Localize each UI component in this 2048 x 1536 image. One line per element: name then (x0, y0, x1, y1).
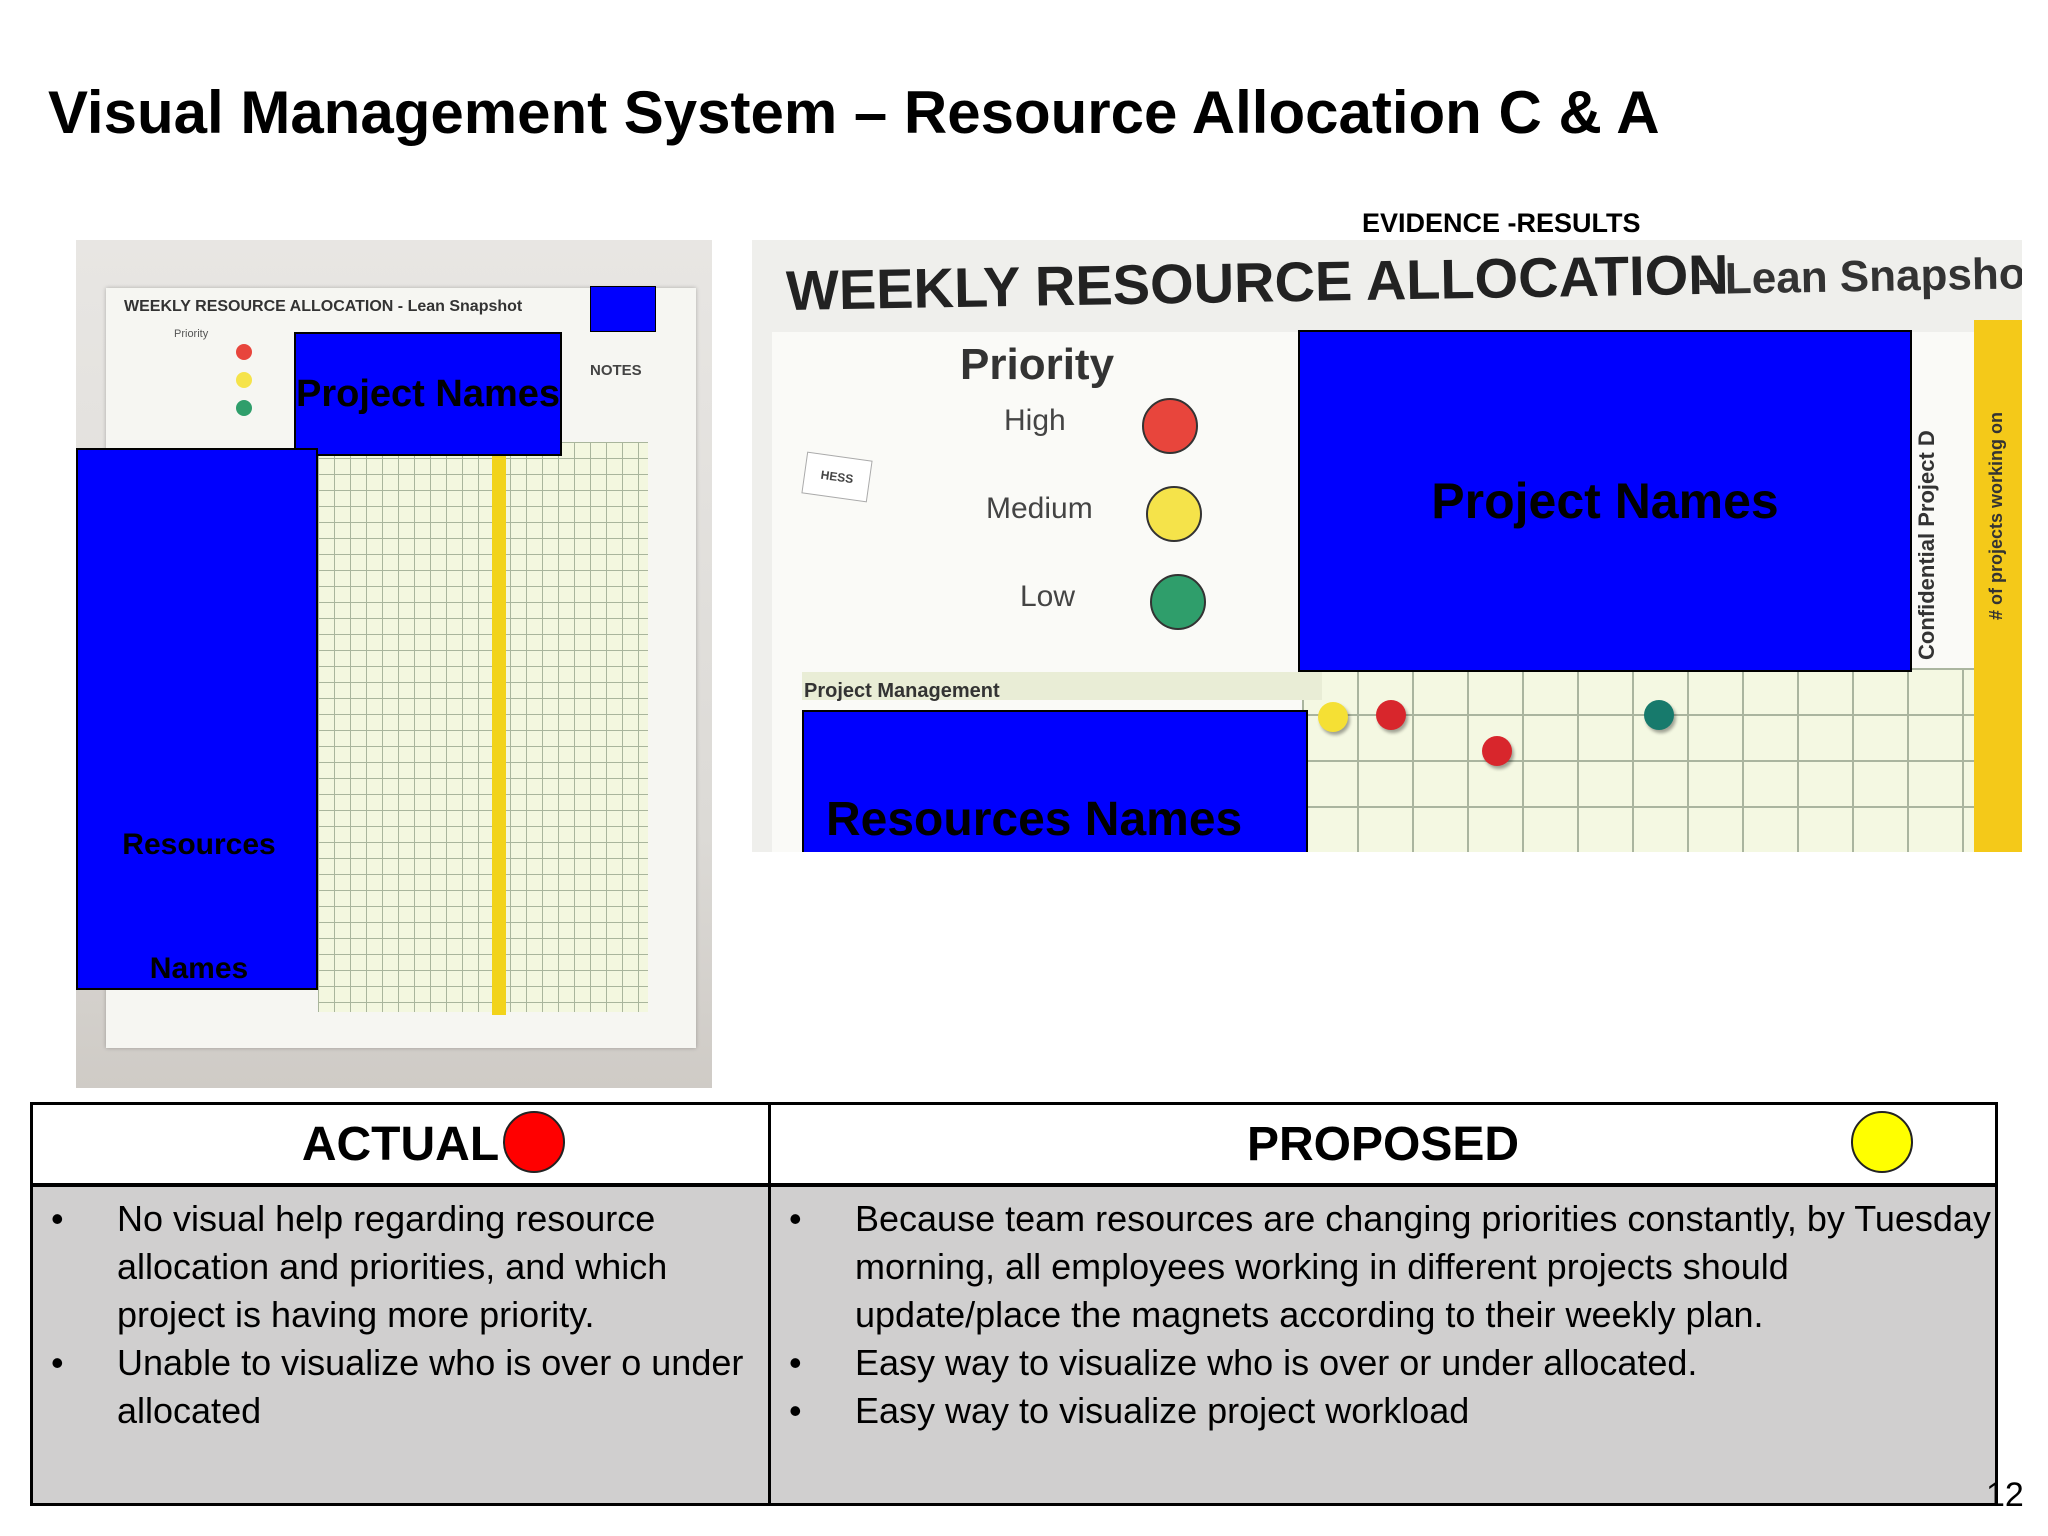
actual-status-red-dot (503, 1111, 565, 1173)
proposed-header: PROPOSED (771, 1105, 1995, 1187)
hess-magnet: HESS (801, 451, 873, 503)
redaction-box (590, 286, 656, 332)
actual-body: •No visual help regarding resource alloc… (33, 1187, 768, 1503)
page-number: 12 (1986, 1476, 2024, 1514)
priority-medium-dot (1146, 486, 1202, 542)
proposed-status-yellow-dot (1851, 1111, 1913, 1173)
actual-column: ACTUAL •No visual help regarding resourc… (33, 1105, 771, 1503)
board-photo-left: WEEKLY RESOURCE ALLOCATION - Lean Snapsh… (76, 240, 712, 1088)
bullet-text: Easy way to visualize who is over or und… (855, 1342, 1698, 1383)
priority-label: Priority (960, 340, 1115, 389)
actual-bullet-list: •No visual help regarding resource alloc… (33, 1187, 768, 1435)
priority-low-dot (1150, 574, 1206, 630)
proposed-column: PROPOSED •Because team resources are cha… (771, 1105, 1995, 1503)
list-item: •Easy way to visualize project workload (789, 1390, 1470, 1431)
project-names-redaction: Project Names (1298, 330, 1912, 672)
names-label: Names (149, 952, 249, 985)
bullet-text: No visual help regarding resource alloca… (117, 1198, 668, 1335)
comparison-table: ACTUAL •No visual help regarding resourc… (30, 1102, 1998, 1506)
proposed-body: •Because team resources are changing pri… (771, 1187, 1995, 1503)
priority-low-dot (236, 400, 252, 416)
priority-high-label: High (1004, 404, 1066, 437)
bullet-text: Unable to visualize who is over o under … (117, 1342, 744, 1431)
list-item: •No visual help regarding resource alloc… (51, 1198, 668, 1335)
board-subheading: - Lean Snapshot (1697, 249, 2022, 304)
proposed-heading: PROPOSED (1246, 1117, 1520, 1171)
bullet-text: Easy way to visualize project workload (855, 1390, 1470, 1431)
confidential-project-label: Confidential Project D (1914, 430, 1939, 660)
board-heading: WEEKLY RESOURCE ALLOCATION (785, 242, 1730, 322)
evidence-label: EVIDENCE -RESULTS (1362, 208, 1641, 238)
priority-label: Priority (174, 328, 209, 340)
priority-medium-label: Medium (986, 492, 1093, 525)
bullet-text: Because team resources are changing prio… (855, 1198, 1991, 1335)
projects-count-column (1974, 320, 2022, 852)
list-item: •Because team resources are changing pri… (789, 1198, 1991, 1335)
slide-title: Visual Management System – Resource Allo… (48, 79, 1660, 146)
project-management-strip (802, 672, 1322, 700)
proposed-bullet-list: •Because team resources are changing pri… (771, 1187, 1995, 1435)
magnet-teal (1644, 700, 1674, 730)
allocation-grid (1302, 668, 2002, 852)
project-names-redaction: Project Names (294, 332, 562, 456)
magnet-red (1482, 736, 1512, 766)
resources-names-redaction: Resources Names (802, 710, 1308, 852)
list-item: •Unable to visualize who is over o under… (51, 1342, 744, 1431)
actual-header: ACTUAL (33, 1105, 768, 1187)
resources-label: Resources (122, 828, 276, 861)
board-photo-right: WEEKLY RESOURCE ALLOCATION - Lean Snapsh… (752, 240, 2022, 852)
list-item: •Easy way to visualize who is over or un… (789, 1342, 1698, 1383)
projects-count-label: # of projects working on (1986, 411, 2006, 620)
notes-label: NOTES (590, 362, 642, 379)
priority-high-dot (236, 344, 252, 360)
magnet-red (1376, 700, 1406, 730)
highlight-column (492, 440, 506, 1015)
actual-heading: ACTUAL (301, 1117, 500, 1171)
project-management-label: Project Management (804, 680, 1000, 702)
board-heading: WEEKLY RESOURCE ALLOCATION - Lean Snapsh… (124, 298, 523, 315)
priority-medium-dot (236, 372, 252, 388)
allocation-grid (318, 442, 648, 1012)
priority-low-label: Low (1020, 580, 1076, 613)
resources-names-redaction: Resources Names (76, 448, 318, 990)
priority-high-dot (1142, 398, 1198, 454)
magnet-yellow (1318, 702, 1348, 732)
